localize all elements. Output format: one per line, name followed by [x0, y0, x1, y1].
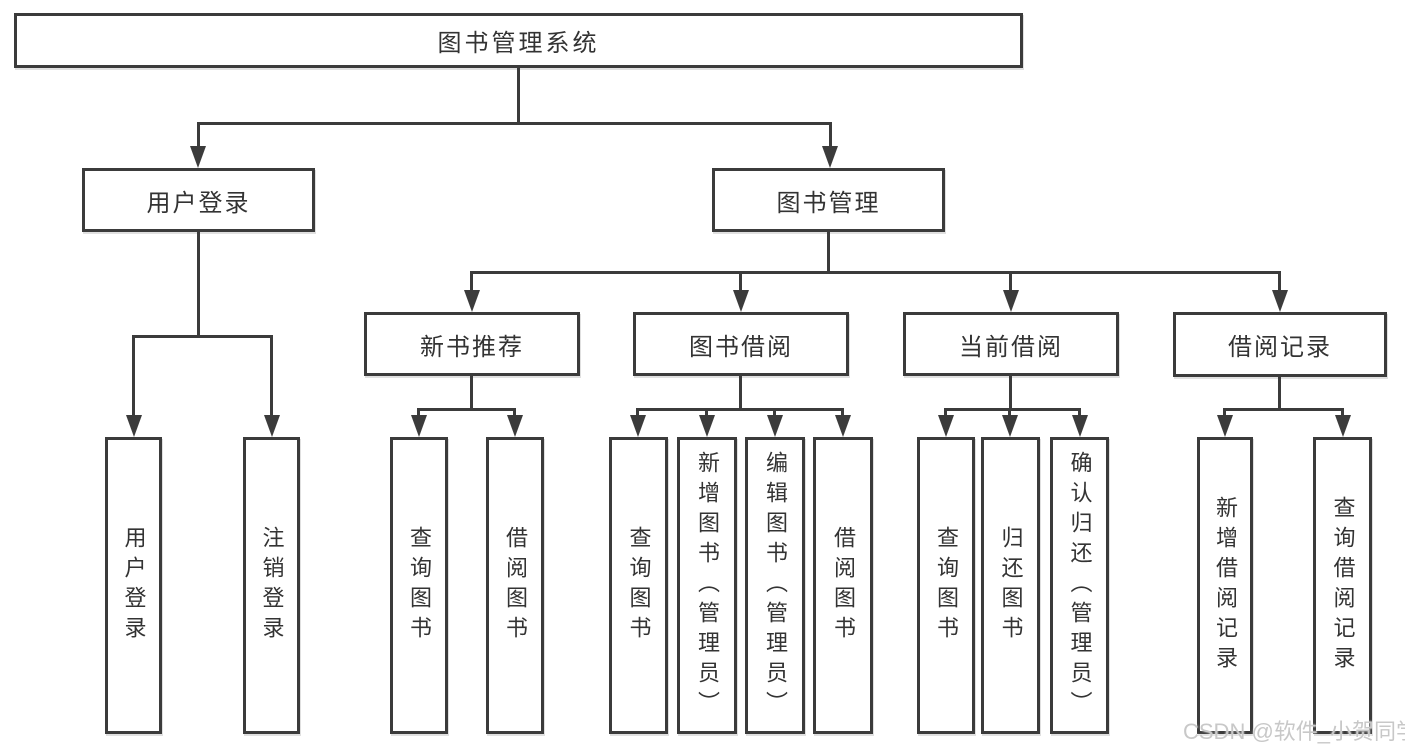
connector-line — [197, 122, 200, 146]
connector-line — [197, 122, 832, 125]
arrow-down-icon — [1217, 415, 1233, 437]
connector-line — [1223, 408, 1344, 411]
node-label: 新增图书（管理员） — [695, 450, 720, 721]
connector-line — [1009, 376, 1012, 408]
node-label: 用户登录 — [121, 525, 147, 646]
node-library-management-system: 图书管理系统 — [14, 13, 1023, 68]
node-cb-confirm-return-admin: 确认归还（管理员） — [1050, 437, 1109, 734]
node-user-login-leaf: 用户登录 — [105, 437, 162, 734]
node-logout: 注销登录 — [243, 437, 300, 734]
arrow-down-icon — [1003, 290, 1019, 312]
connector-line — [944, 408, 947, 415]
arrow-down-icon — [507, 415, 523, 437]
node-label: 图书管理系统 — [437, 30, 600, 57]
connector-line — [513, 408, 516, 415]
node-label: 借阅图书 — [503, 525, 528, 646]
arrow-down-icon — [938, 415, 954, 437]
connector-line — [132, 335, 273, 338]
node-current-borrowing: 当前借阅 — [903, 312, 1119, 376]
node-label: 借阅图书 — [831, 525, 856, 646]
node-new-book-recommendation: 新书推荐 — [364, 312, 580, 376]
connector-line — [1278, 271, 1281, 290]
node-label: 查询图书 — [626, 525, 652, 646]
node-bb-query-books: 查询图书 — [609, 437, 668, 734]
connector-line — [827, 232, 830, 271]
node-book-borrowing: 图书借阅 — [633, 312, 849, 376]
connector-line — [470, 271, 1281, 274]
arrow-down-icon — [1072, 415, 1088, 437]
arrow-down-icon — [1335, 415, 1351, 437]
node-br-add-record: 新增借阅记录 — [1197, 437, 1253, 734]
node-cb-query-books: 查询图书 — [917, 437, 975, 734]
node-label: 归还图书 — [998, 525, 1024, 646]
node-book-management: 图书管理 — [712, 168, 945, 232]
connector-line — [829, 122, 832, 146]
node-cb-return-books: 归还图书 — [981, 437, 1040, 734]
arrow-down-icon — [411, 415, 427, 437]
watermark: CSDN @软件_小贺同学 — [1183, 719, 1405, 744]
connector-line — [636, 408, 844, 411]
node-label: 新书推荐 — [420, 333, 524, 361]
connector-line — [470, 376, 473, 408]
connector-line — [1008, 408, 1011, 415]
arrow-down-icon — [822, 146, 838, 168]
connector-line — [517, 68, 520, 122]
connector-line — [1009, 271, 1012, 290]
connector-line — [705, 408, 708, 415]
node-nb-borrow-books: 借阅图书 — [486, 437, 544, 734]
node-br-query-record: 查询借阅记录 — [1313, 437, 1372, 734]
node-label: 查询图书 — [407, 525, 432, 646]
node-label: 编辑图书（管理员） — [763, 450, 788, 721]
connector-line — [739, 376, 742, 408]
connector-line — [470, 271, 473, 290]
connector-line — [773, 408, 776, 415]
node-label: 用户登录 — [146, 189, 251, 217]
node-label: 查询借阅记录 — [1330, 495, 1356, 676]
node-label: 图书借阅 — [689, 333, 793, 361]
arrow-down-icon — [264, 415, 280, 437]
arrow-down-icon — [630, 415, 646, 437]
arrow-down-icon — [190, 146, 206, 168]
node-bb-borrow-books: 借阅图书 — [813, 437, 873, 734]
node-label: 借阅记录 — [1228, 334, 1332, 361]
arrow-down-icon — [767, 415, 783, 437]
node-bb-add-books-admin: 新增图书（管理员） — [677, 437, 737, 734]
node-label: 确认归还（管理员） — [1067, 450, 1093, 721]
connector-line — [636, 408, 639, 415]
connector-line — [944, 408, 1081, 411]
connector-line — [1223, 408, 1226, 415]
connector-line — [1078, 408, 1081, 415]
node-bb-edit-books-admin: 编辑图书（管理员） — [745, 437, 805, 734]
arrow-down-icon — [733, 290, 749, 312]
connector-line — [417, 408, 420, 415]
connector-line — [417, 408, 516, 411]
node-user-login: 用户登录 — [82, 168, 315, 232]
connector-line — [270, 335, 273, 415]
connector-line — [1341, 408, 1344, 415]
node-borrowing-records: 借阅记录 — [1173, 312, 1387, 377]
node-label: 当前借阅 — [959, 333, 1063, 361]
arrow-down-icon — [126, 415, 142, 437]
arrow-down-icon — [1272, 290, 1288, 312]
node-label: 注销登录 — [259, 525, 285, 646]
arrow-down-icon — [464, 290, 480, 312]
arrow-down-icon — [699, 415, 715, 437]
connector-line — [197, 232, 200, 335]
node-label: 图书管理 — [776, 189, 881, 217]
node-nb-query-books: 查询图书 — [390, 437, 448, 734]
connector-line — [132, 335, 135, 415]
connector-line — [841, 408, 844, 415]
arrow-down-icon — [835, 415, 851, 437]
connector-line — [1278, 377, 1281, 408]
node-label: 新增借阅记录 — [1213, 495, 1238, 676]
arrow-down-icon — [1002, 415, 1018, 437]
connector-line — [739, 271, 742, 290]
node-label: 查询图书 — [934, 525, 959, 646]
